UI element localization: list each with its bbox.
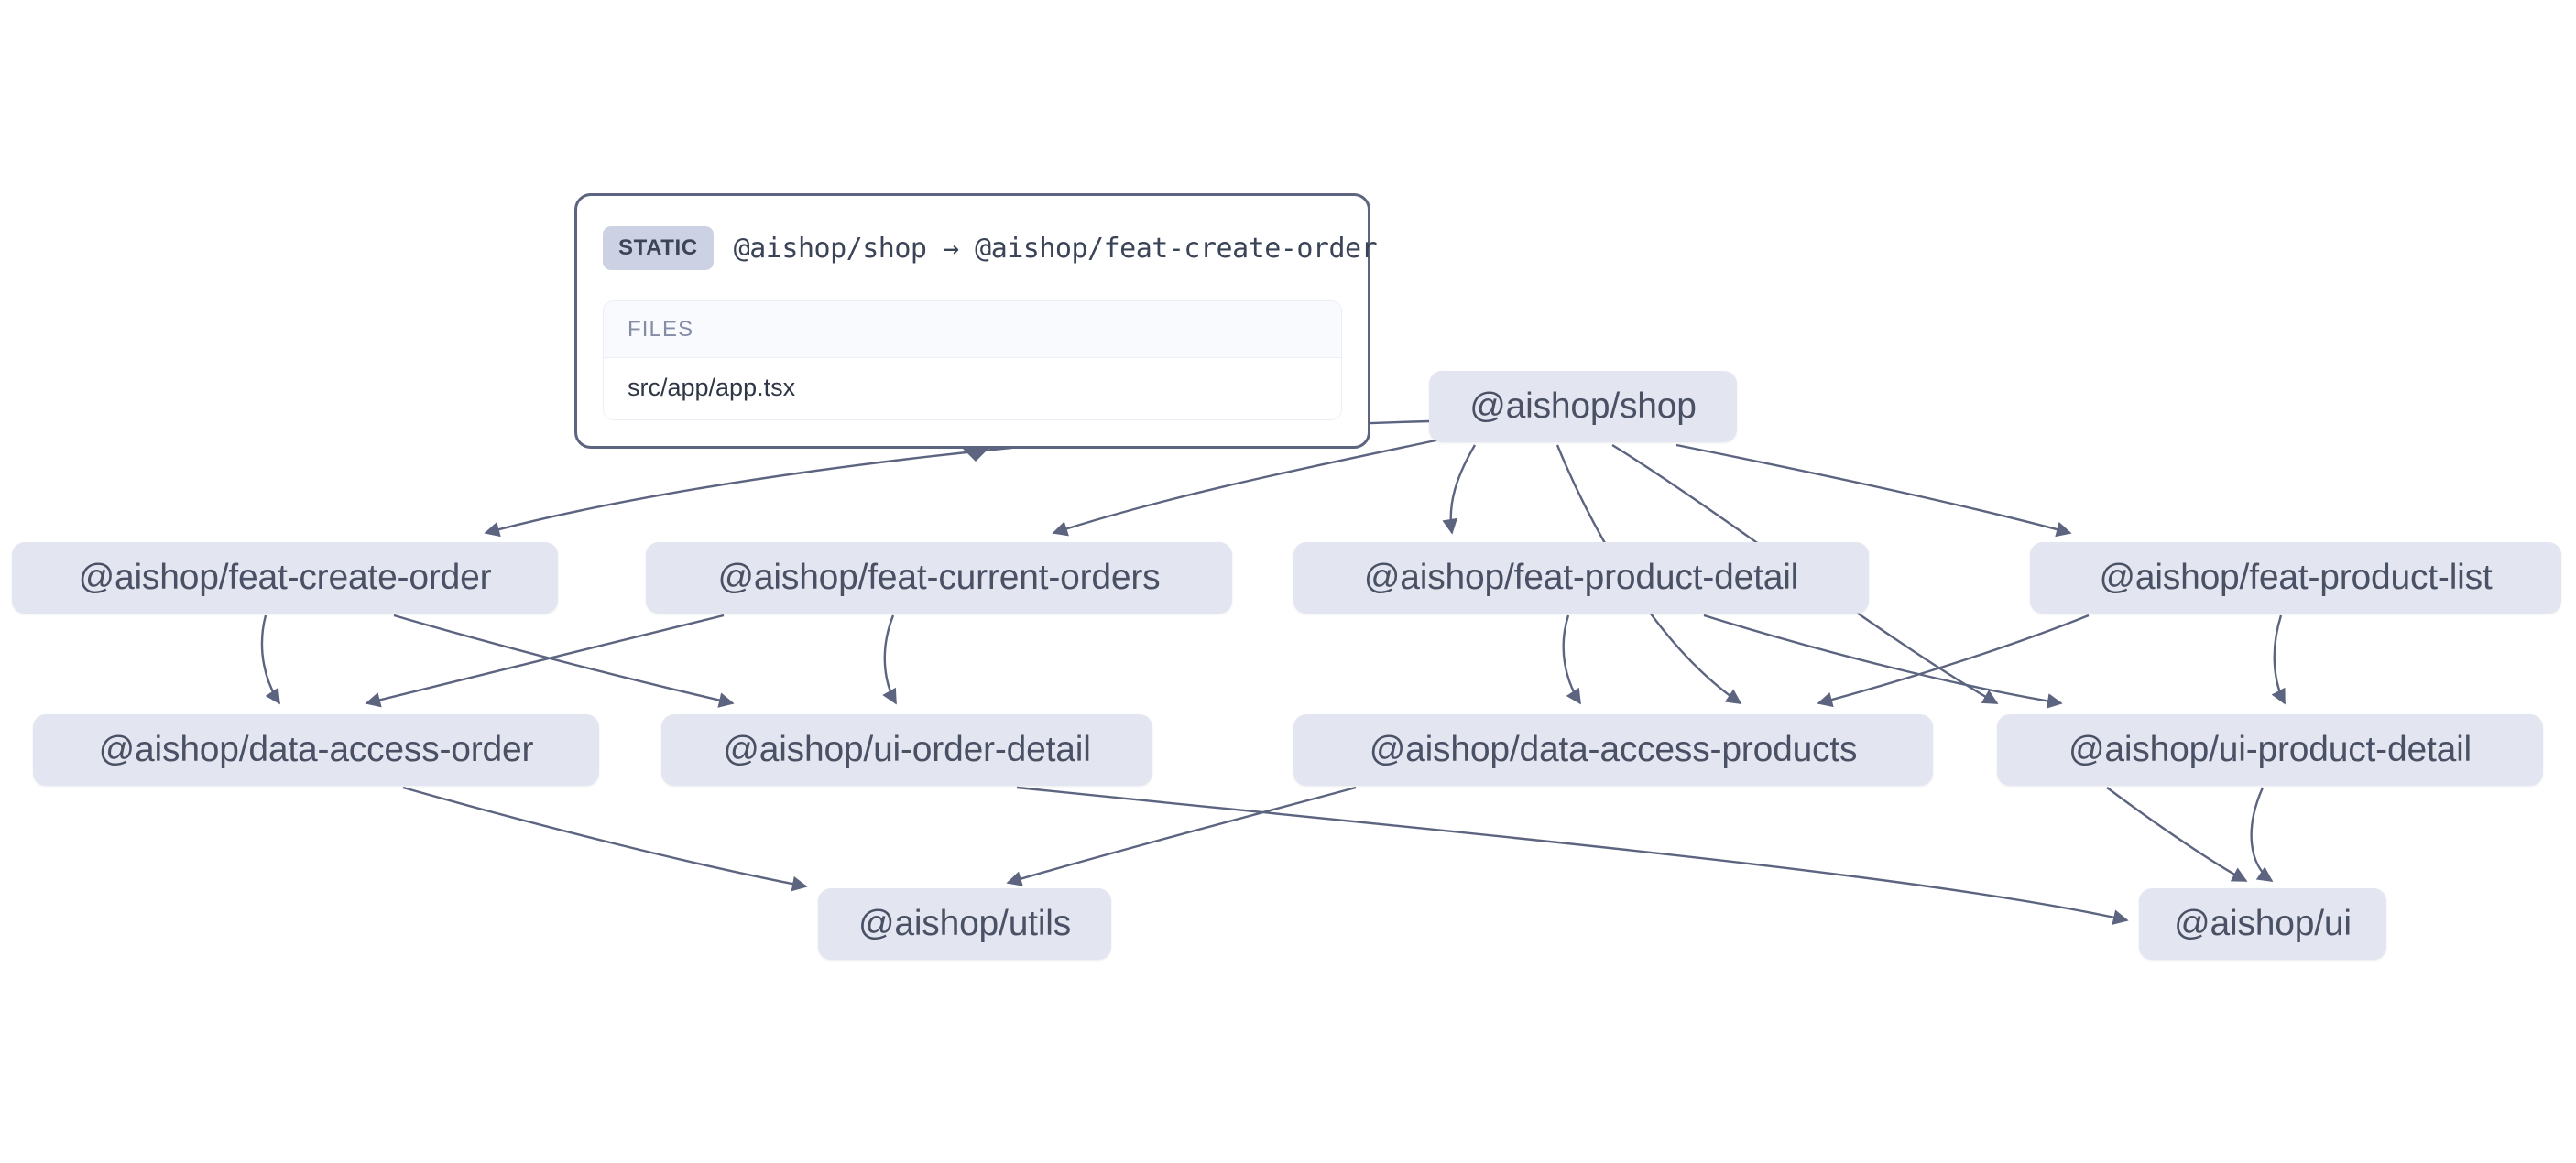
graph-node-ui-product-detail[interactable]: @aishop/ui-product-detail — [1997, 714, 2543, 786]
graph-edge-feat-product-list-to-data-access-products — [1817, 614, 2090, 708]
graph-node-label: @aishop/ui-order-detail — [723, 730, 1091, 769]
graph-edge-feat-create-order-to-data-access-order — [260, 614, 281, 705]
graph-node-shop[interactable]: @aishop/shop — [1429, 371, 1737, 442]
graph-node-feat-product-detail[interactable]: @aishop/feat-product-detail — [1293, 542, 1869, 614]
graph-node-feat-current-orders[interactable]: @aishop/feat-current-orders — [646, 542, 1232, 614]
files-heading: FILES — [604, 301, 1341, 358]
graph-edge-ui-order-detail-to-ui — [1016, 786, 2129, 925]
graph-edge-data-access-order-to-utils — [402, 786, 808, 892]
graph-node-label: @aishop/utils — [857, 904, 1072, 943]
graph-edge-ui-product-detail-to-ui — [2106, 787, 2248, 883]
graph-node-ui[interactable]: @aishop/ui — [2139, 888, 2386, 960]
graph-node-feat-create-order[interactable]: @aishop/feat-create-order — [12, 542, 558, 614]
graph-edge-feat-current-orders-to-ui-order-detail — [882, 614, 898, 705]
graph-edge-feat-product-detail-to-ui-product-detail — [1703, 614, 2063, 709]
graph-node-label: @aishop/ui — [2174, 904, 2352, 943]
tooltip-header: STATIC @aishop/shop → @aishop/feat-creat… — [603, 220, 1378, 277]
tooltip-pointer-triangle — [960, 446, 991, 462]
graph-edge-feat-product-detail-to-data-access-products — [1562, 614, 1582, 705]
graph-node-label: @aishop/shop — [1469, 386, 1697, 426]
graph-node-ui-order-detail[interactable]: @aishop/ui-order-detail — [661, 714, 1152, 786]
graph-edge-feat-product-list-to-ui-product-detail — [2271, 614, 2287, 705]
graph-node-label: @aishop/feat-create-order — [78, 558, 492, 597]
graph-edge-shop-to-feat-product-detail — [1442, 444, 1477, 535]
graph-node-utils[interactable]: @aishop/utils — [818, 888, 1111, 960]
graph-node-data-access-products[interactable]: @aishop/data-access-products — [1293, 714, 1933, 786]
edge-detail-tooltip[interactable]: STATIC @aishop/shop → @aishop/feat-creat… — [574, 193, 1378, 449]
graph-edge-shop-to-feat-current-orders — [1052, 438, 1441, 537]
graph-node-data-access-order[interactable]: @aishop/data-access-order — [33, 714, 599, 786]
graph-node-label: @aishop/data-access-products — [1369, 730, 1858, 769]
graph-edge-ui-product-detail-to-ui — [2250, 787, 2274, 882]
graph-node-label: @aishop/feat-product-detail — [1363, 558, 1799, 597]
graph-node-label: @aishop/data-access-order — [98, 730, 534, 769]
files-panel: FILES src/app/app.tsx — [603, 300, 1342, 420]
static-badge: STATIC — [603, 226, 714, 270]
graph-node-feat-product-list[interactable]: @aishop/feat-product-list — [2030, 542, 2561, 614]
files-list: src/app/app.tsx — [604, 358, 1341, 419]
graph-edge-data-access-products-to-utils — [1006, 786, 1357, 886]
graph-edge-feat-create-order-to-ui-order-detail — [393, 614, 735, 708]
graph-edges — [260, 419, 2287, 925]
file-row[interactable]: src/app/app.tsx — [604, 358, 1341, 419]
graph-node-label: @aishop/feat-current-orders — [717, 558, 1161, 597]
graph-edge-feat-current-orders-to-data-access-order — [365, 614, 725, 708]
graph-edge-shop-to-feat-product-list — [1675, 443, 2072, 538]
graph-node-label: @aishop/feat-product-list — [2099, 558, 2493, 597]
graph-node-label: @aishop/ui-product-detail — [2068, 730, 2472, 769]
tooltip-title: @aishop/shop → @aishop/feat-create-order — [733, 232, 1378, 265]
